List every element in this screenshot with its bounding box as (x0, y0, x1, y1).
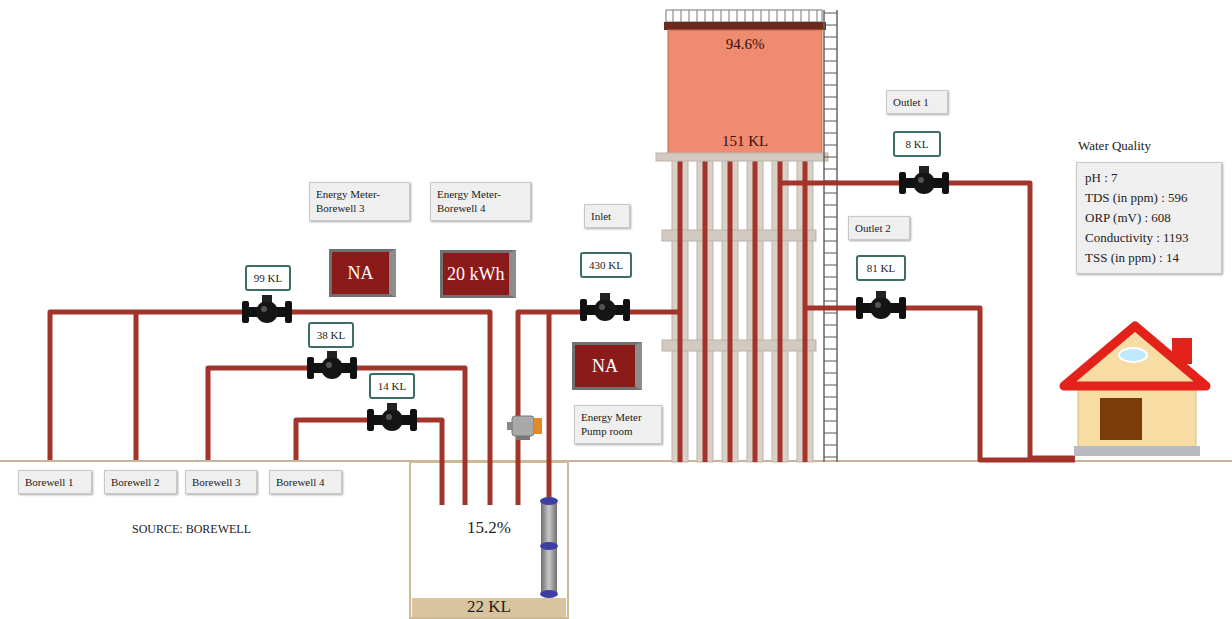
borewell-label-text: Borewell 3 (192, 475, 250, 489)
water-tower (656, 10, 837, 462)
borewell-label: Borewell 3 (185, 470, 257, 494)
energy-display-text: 20 kWh (447, 264, 505, 285)
flow-reading: 14 KL (369, 373, 415, 399)
house (1064, 326, 1206, 456)
flow-reading: 8 KL (893, 131, 941, 157)
borewell-label: Borewell 2 (104, 470, 177, 494)
energy-display-text: NA (592, 356, 618, 377)
quality-reading: pH : 7 (1085, 168, 1213, 188)
energy-meter-label-text: Energy Meter-Borewell 3 (316, 187, 403, 216)
borewell-label: Borewell 4 (269, 470, 342, 494)
flow-reading: 430 KL (580, 252, 632, 278)
energy-meter-label: Energy Meter-Borewell 4 (430, 182, 531, 221)
source-label: SOURCE: BOREWELL (132, 522, 1232, 537)
inlet-label: Inlet (584, 204, 630, 228)
water-quality-panel: Water Quality pH : 7TDS (in ppm) : 596ORP… (1076, 138, 1222, 274)
panel-heading: Water Quality (1078, 138, 1222, 154)
tank-level: 94.6% 151 KL (668, 30, 822, 154)
submersible-pump (540, 497, 558, 598)
inlet-label-text: Inlet (591, 209, 623, 223)
pump-motor (507, 416, 542, 440)
borewell-label-text: Borewell 4 (276, 475, 335, 489)
quality-reading: ORP (mV) : 608 (1085, 208, 1213, 228)
energy-meter-label-text: Energy Meter-Borewell 4 (437, 187, 524, 216)
quality-reading: TSS (in ppm) : 14 (1085, 248, 1213, 268)
flow-reading-text: 99 KL (252, 271, 284, 285)
sump-level: 15.2% 22 KL (410, 462, 568, 618)
outlet-label: Outlet 2 (848, 216, 910, 240)
energy-display: NA (329, 249, 396, 297)
tank-level-text: 151 KL (722, 133, 768, 150)
tank-level-text: 94.6% (726, 36, 765, 53)
borewell-label-text: Borewell 2 (111, 475, 170, 489)
outlet-label: Outlet 1 (886, 90, 948, 114)
energy-meter-label: Energy Meter Pump room (574, 405, 662, 444)
flow-reading-text: 430 KL (587, 258, 625, 272)
pipes (50, 183, 1075, 505)
readings-box: pH : 7TDS (in ppm) : 596ORP (mV) : 608Co… (1076, 162, 1222, 274)
flow-reading-text: 38 KL (315, 328, 347, 342)
flow-reading: 81 KL (856, 255, 906, 281)
sump-level-text: 22 KL (467, 597, 511, 617)
outlet-label-text: Outlet 1 (893, 95, 941, 109)
energy-display-text: NA (348, 263, 374, 284)
flow-reading-text: 81 KL (863, 261, 899, 275)
flow-reading-text: 8 KL (900, 137, 934, 151)
borewell-label: Borewell 1 (18, 470, 92, 494)
flow-reading: 38 KL (308, 322, 354, 348)
outlet-label-text: Outlet 2 (855, 221, 903, 235)
energy-meter-label: Energy Meter-Borewell 3 (309, 182, 410, 221)
flow-reading-text: 14 KL (376, 379, 408, 393)
flow-valve (242, 166, 949, 431)
flow-reading: 99 KL (245, 265, 291, 291)
energy-display: NA (572, 342, 642, 390)
borewell-label-text: Borewell 1 (25, 475, 85, 489)
energy-display: 20 kWh (440, 250, 516, 298)
quality-reading: TDS (in ppm) : 596 (1085, 188, 1213, 208)
quality-reading: Conductivity : 1193 (1085, 228, 1213, 248)
energy-meter-label-text: Energy Meter Pump room (581, 410, 655, 439)
sump-level-text: 15.2% (467, 518, 511, 538)
